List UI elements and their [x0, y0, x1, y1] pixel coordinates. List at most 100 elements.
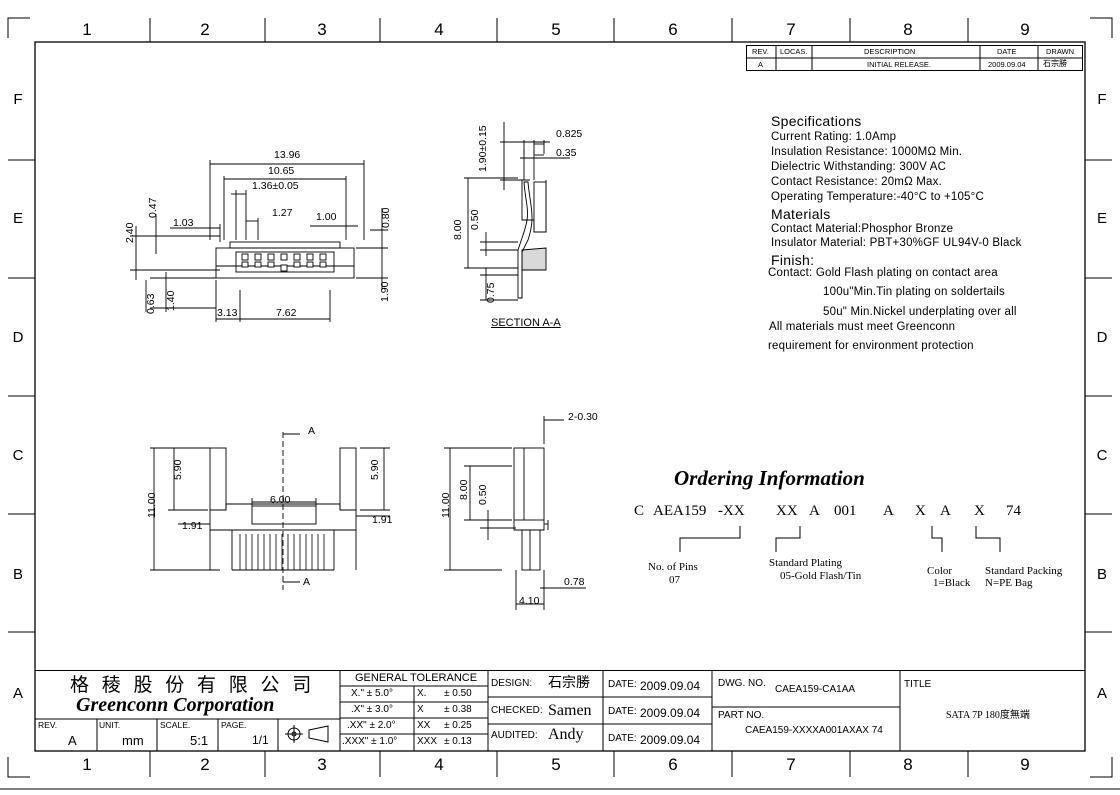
- zone-letter-right: D: [1096, 329, 1108, 346]
- design-label: DESIGN:: [491, 678, 533, 689]
- material-line: Contact Material:Phosphor Bronze: [771, 223, 954, 235]
- description-header: DESCRIPTION: [864, 47, 916, 56]
- dim-height-140: 1.40: [165, 290, 177, 311]
- tolerance-angular: .X" ± 3.0°: [351, 704, 393, 715]
- drawing-title: SATA 7P 180度無端: [946, 710, 1030, 721]
- date-header: DATE: [997, 47, 1017, 56]
- legend-color-label: Color: [927, 565, 953, 577]
- zone-letter-left: F: [13, 91, 23, 108]
- zone-number-top: 3: [317, 20, 327, 39]
- dim-left-offset: 1.03: [173, 217, 194, 229]
- ordering-title: Ordering Information: [674, 466, 865, 490]
- part-number-label: PART NO.: [718, 710, 765, 721]
- title-label: TITLE: [904, 679, 932, 690]
- zone-letter-right: A: [1096, 685, 1107, 702]
- dim-front-1100: 11.00: [146, 492, 158, 519]
- ordering-leader-lines: [679, 526, 1001, 552]
- dim-height-240: 2.40: [124, 222, 136, 243]
- tolerance-linear-key: XXX: [417, 736, 438, 747]
- dim-bottom-762: 7.62: [276, 307, 297, 319]
- tolerance-title: GENERAL TOLERANCE: [355, 672, 478, 684]
- code-part: X: [974, 503, 985, 519]
- dim-section-0825: 0.825: [556, 128, 583, 140]
- projection-symbol-icon: [285, 725, 329, 743]
- rev-label: REV.: [38, 720, 58, 730]
- unit-label: UNIT.: [99, 720, 121, 730]
- zone-letter-left: C: [12, 447, 24, 464]
- materials-title: Materials: [771, 206, 831, 222]
- checker-name: Samen: [548, 702, 592, 719]
- tolerance-angular: X." ± 5.0°: [351, 688, 393, 699]
- date-label: DATE:: [608, 733, 637, 744]
- dim-overall-width: 13.96: [274, 149, 301, 161]
- note-line: requirement for environment protection: [768, 340, 974, 352]
- unit-value: mm: [122, 733, 144, 748]
- section-view-drawing: [464, 122, 570, 301]
- dim-front-191-right: 1.91: [372, 514, 393, 526]
- rev-header: REV.: [752, 47, 769, 56]
- dim-side-410: 4.10: [519, 595, 540, 607]
- material-line: Insulator Material: PBT+30%GF UL94V-0 Bl…: [771, 237, 1022, 249]
- code-part: A: [809, 503, 820, 519]
- code-part: X: [915, 503, 926, 519]
- legend-color-value: 1=Black: [933, 577, 971, 589]
- dim-side-800: 8.00: [458, 479, 470, 500]
- specifications-title: Specifications: [771, 113, 862, 129]
- zone-number-top: 8: [903, 20, 913, 39]
- code-part: AEA159: [653, 503, 707, 519]
- part-number: CAEA159-XXXXA001AXAX 74: [745, 725, 883, 736]
- dim-inner-width: 10.65: [268, 165, 295, 177]
- zone-number-top: 2: [200, 20, 210, 39]
- dim-section-800: 8.00: [452, 219, 464, 240]
- code-part: 001: [834, 503, 857, 519]
- code-part: XX: [776, 503, 798, 519]
- finish-title: Finish:: [771, 252, 815, 268]
- designer-name: 石宗勝: [548, 676, 590, 691]
- section-mark-bottom: A: [303, 576, 311, 588]
- page-label: PAGE.: [221, 720, 247, 730]
- page-value: 1/1: [252, 733, 269, 747]
- top-view-drawing: [130, 160, 388, 322]
- dim-side-050: 0.50: [477, 484, 489, 505]
- dim-pitch: 1.27: [272, 207, 293, 219]
- scale-label: SCALE.: [160, 720, 191, 730]
- zone-number-bottom: 4: [434, 755, 444, 774]
- zone-letter-right: B: [1096, 566, 1107, 583]
- tolerance-linear-key: XX: [417, 720, 431, 731]
- zone-number-top: 7: [786, 20, 796, 39]
- audited-label: AUDITED:: [491, 730, 538, 741]
- rev-value: A: [68, 733, 77, 748]
- zone-letter-right: C: [1096, 447, 1108, 464]
- dim-front-191-left: 1.91: [182, 520, 203, 532]
- side-view-drawing: [444, 416, 586, 610]
- legend-packing-value: N=PE Bag: [985, 577, 1033, 589]
- zone-number-bottom: 1: [82, 755, 92, 774]
- drawn-header: DRAWN: [1046, 47, 1075, 56]
- locas-header: LOCAS.: [780, 47, 808, 56]
- code-part: C: [634, 503, 645, 519]
- tolerance-linear-value: ± 0.25: [444, 720, 472, 731]
- spec-line: Insulation Resistance: 1000MΩ Min.: [771, 146, 963, 158]
- zone-number-top: 6: [668, 20, 678, 39]
- zone-number-bottom: 6: [668, 755, 678, 774]
- dim-section-035: 0.35: [556, 147, 577, 159]
- dim-front-600: 6.00: [270, 494, 291, 506]
- dim-height-080: 0.80: [380, 207, 392, 228]
- design-date: 2009.09.04: [640, 679, 701, 693]
- dim-pitch-tolerance: 1.36±0.05: [252, 180, 299, 192]
- tolerance-linear-key: X.: [417, 688, 427, 699]
- code-part: -XX: [718, 503, 745, 519]
- legend-pins-label: No. of Pins: [648, 561, 698, 573]
- description-value: INITIAL RELEASE.: [867, 60, 931, 69]
- dim-height-063: 0.63: [145, 293, 157, 314]
- date-label: DATE:: [608, 679, 637, 690]
- zone-number-bottom: 7: [786, 755, 796, 774]
- zone-number-bottom: 5: [551, 755, 561, 774]
- title-block-grid: [35, 670, 1085, 751]
- finish-line: Contact: Gold Flash plating on contact a…: [768, 267, 998, 279]
- dim-side-radius: 2-0.30: [568, 411, 598, 423]
- zone-number-bottom: 2: [200, 755, 210, 774]
- revision-grid: [746, 45, 1083, 71]
- scale-value: 5:1: [190, 733, 209, 748]
